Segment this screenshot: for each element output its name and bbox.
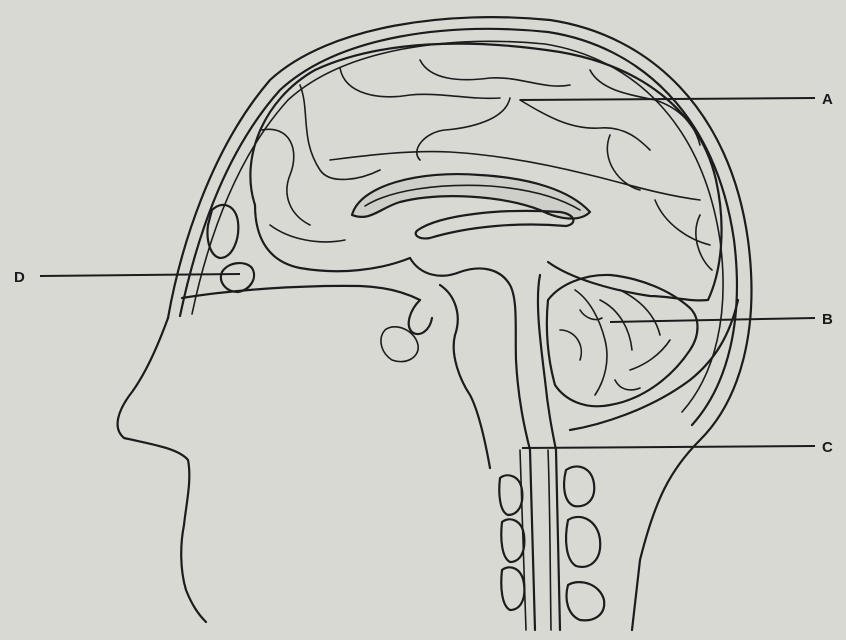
- vertebrae: [499, 466, 604, 620]
- leader-d: [40, 274, 240, 276]
- face-profile: [118, 318, 206, 622]
- cerebrum: [250, 44, 721, 301]
- brainstem: [381, 258, 560, 630]
- label-a: A: [822, 91, 833, 108]
- leader-c: [522, 446, 815, 448]
- skull-outline: [168, 17, 751, 630]
- label-c: C: [822, 439, 833, 456]
- leader-b: [610, 318, 815, 322]
- label-d: D: [14, 269, 25, 286]
- leader-a: [520, 98, 815, 100]
- corpus-callosum: [352, 174, 590, 238]
- label-b: B: [822, 311, 833, 328]
